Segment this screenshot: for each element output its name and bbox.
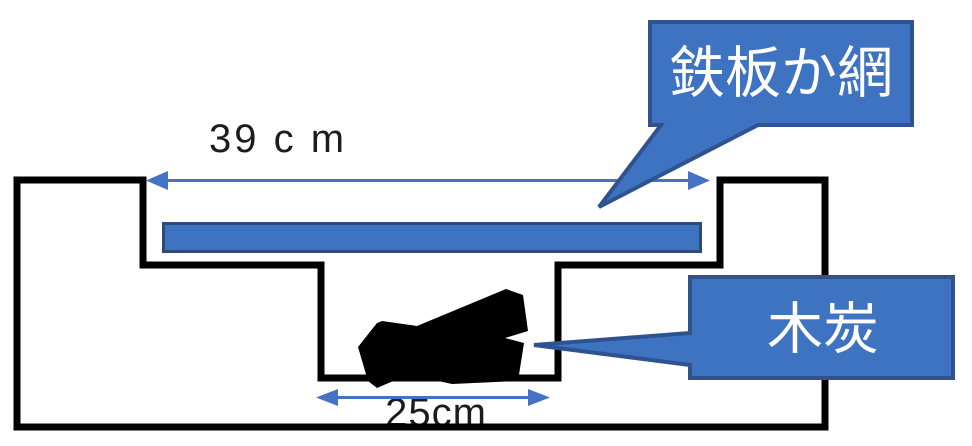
callout-iron-plate-bubble: [597, 20, 914, 209]
grill-body-outline: [13, 176, 829, 431]
charcoal-shape: [358, 289, 528, 388]
dimension-label-39cm: 39 c m: [209, 117, 347, 161]
arrowhead-right-icon: [528, 389, 550, 406]
width-arrow-39cm: [146, 171, 710, 190]
callout-charcoal-label: 木炭: [767, 298, 879, 361]
iron-plate-bar: [162, 222, 702, 253]
callout-iron-plate-label: 鉄板か網: [669, 42, 893, 105]
arrowhead-left-icon: [146, 171, 168, 190]
callout-iron-plate: 鉄板か網: [597, 20, 914, 209]
callout-charcoal-bubble: [533, 275, 955, 380]
width-arrow-25cm: [316, 389, 550, 406]
arrowhead-right-icon: [688, 171, 710, 190]
callout-charcoal: 木炭: [533, 275, 955, 380]
arrowhead-left-icon: [316, 389, 338, 406]
